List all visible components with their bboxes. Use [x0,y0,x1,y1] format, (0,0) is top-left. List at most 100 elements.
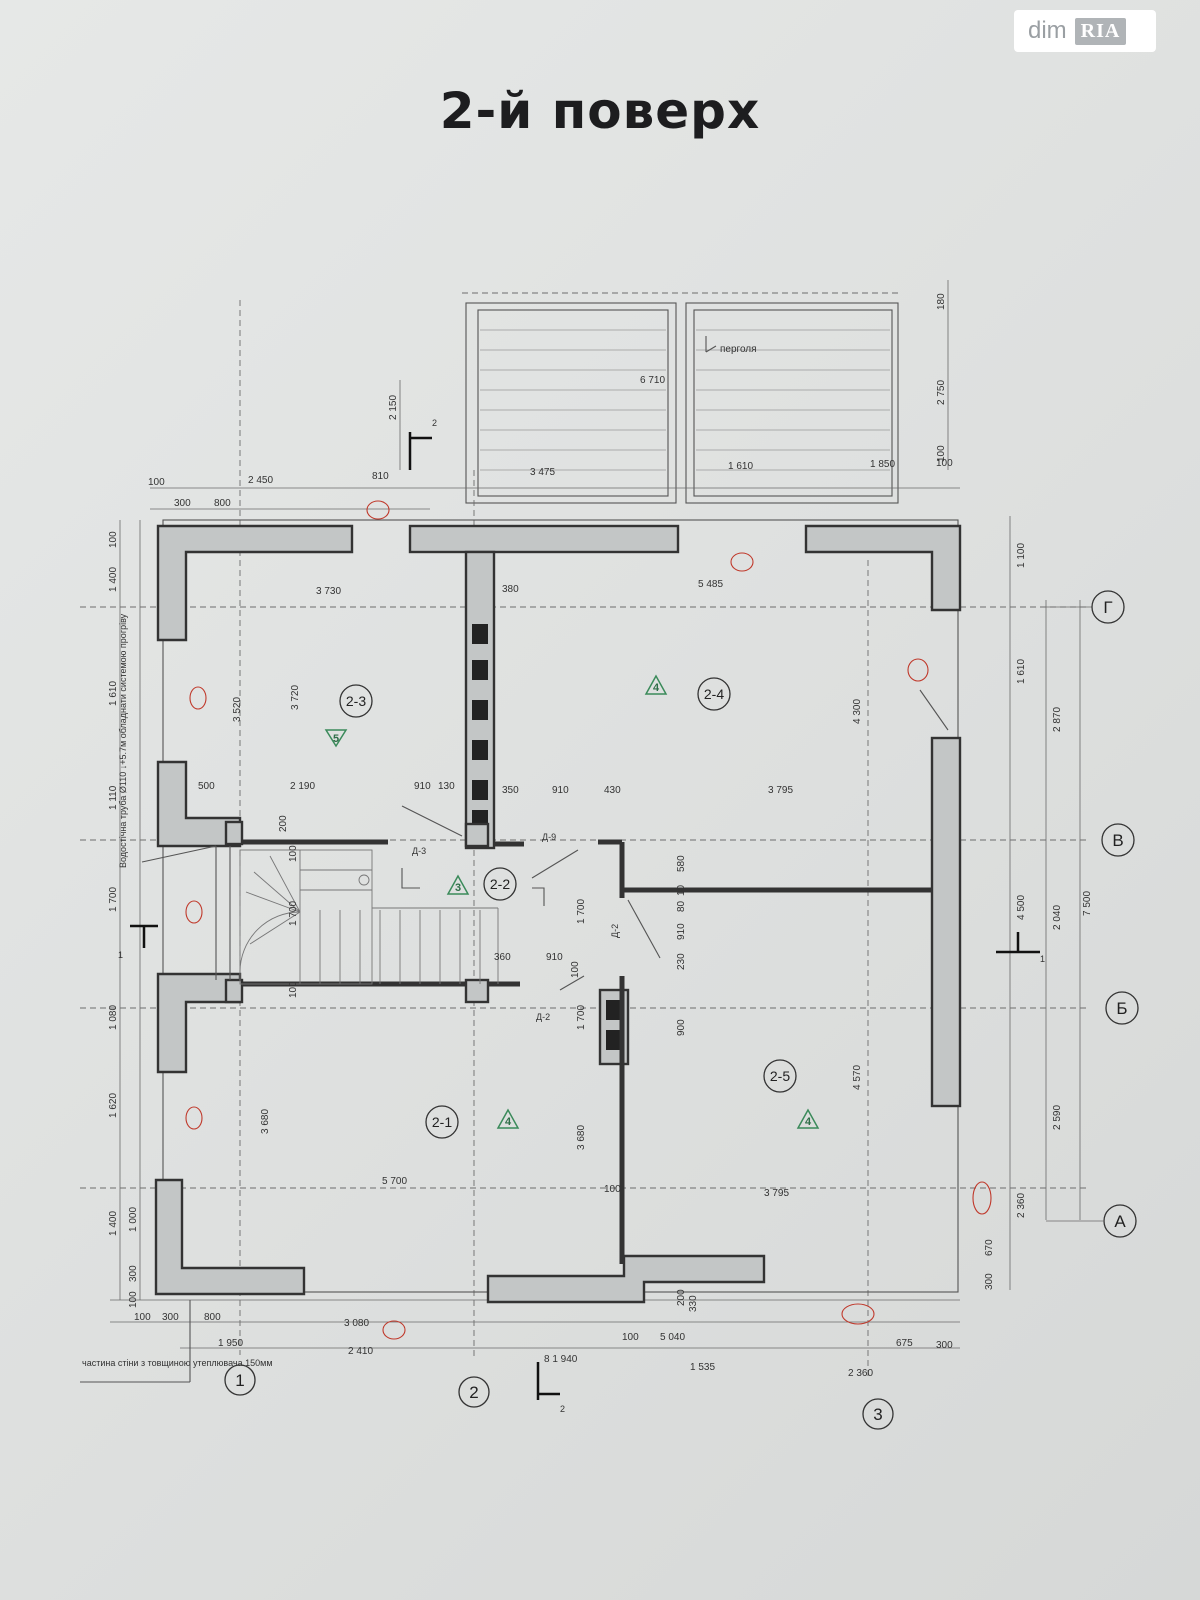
svg-text:100: 100 [936,445,947,462]
dimension-texts: 100 300 800 2 450 810 3 475 1 610 1 850 … [108,293,1093,1379]
svg-text:2 750: 2 750 [936,380,947,405]
axis-row-b [1105,991,1139,1025]
svg-text:3 720: 3 720 [290,685,301,710]
svg-text:1 700: 1 700 [576,899,587,924]
room-2-4: 2-4 4 [644,674,731,711]
svg-text:4 300: 4 300 [852,699,863,724]
svg-text:3 475: 3 475 [530,467,555,478]
svg-text:1 100: 1 100 [1016,543,1027,568]
svg-text:5 700: 5 700 [382,1176,407,1187]
door-labels: Д-3 Д-9 Д-2 Д-2 [412,832,620,1022]
svg-text:2: 2 [432,418,437,428]
svg-text:2-3: 2-3 [346,693,366,709]
svg-text:6 710: 6 710 [640,375,665,386]
svg-text:300: 300 [174,498,191,509]
svg-text:2 190: 2 190 [290,781,315,792]
wall-top-middle [408,524,680,554]
svg-text:100: 100 [604,1184,621,1195]
room-labels: 2-3 5 2-4 4 2-2 3 2-1 4 2-5 4 [324,674,820,1139]
svg-text:1 400: 1 400 [108,567,119,592]
svg-text:1 110: 1 110 [108,785,119,810]
svg-text:1 610: 1 610 [108,681,119,706]
watermark-logo: dim RIA [1014,10,1156,52]
wall-bottom-left [154,1178,306,1296]
room-2-2: 2-2 3 [446,867,517,901]
room-2-1: 2-1 4 [425,1105,520,1139]
svg-text:Б: Б [1116,999,1127,1018]
svg-text:2-1: 2-1 [432,1114,452,1130]
axis-col-1 [224,1364,256,1396]
svg-text:2 150: 2 150 [388,395,399,420]
svg-text:100: 100 [128,1291,139,1308]
svg-text:670: 670 [984,1239,995,1256]
svg-text:3: 3 [455,882,461,894]
wall-left-upper [156,760,242,848]
svg-text:4: 4 [505,1116,512,1128]
svg-text:300: 300 [162,1312,179,1323]
svg-text:300: 300 [984,1273,995,1290]
svg-text:2 410: 2 410 [348,1346,373,1357]
svg-text:100: 100 [570,961,581,978]
svg-text:300: 300 [128,1265,139,1282]
svg-text:360: 360 [494,952,511,963]
svg-text:100: 100 [108,531,119,548]
svg-text:1 400: 1 400 [108,1211,119,1236]
svg-text:7 500: 7 500 [1082,891,1093,916]
svg-text:810: 810 [372,471,389,482]
svg-text:1 610: 1 610 [1016,659,1027,684]
watermark-brand: dim [1028,17,1067,44]
svg-text:180: 180 [936,293,947,310]
svg-text:4 570: 4 570 [852,1065,863,1090]
svg-text:2: 2 [560,1404,565,1414]
svg-text:900: 900 [676,1019,687,1036]
svg-text:3 730: 3 730 [316,586,341,597]
svg-text:430: 430 [604,785,621,796]
svg-text:1 535: 1 535 [690,1362,715,1373]
svg-text:1: 1 [1040,954,1045,964]
svg-text:100: 100 [288,981,299,998]
svg-text:А: А [1114,1212,1126,1231]
svg-text:3: 3 [873,1405,882,1424]
svg-text:1 080: 1 080 [108,1005,119,1030]
svg-text:1 850: 1 850 [870,459,895,470]
axis-row-v [1101,823,1135,857]
axis-col-3 [862,1398,894,1430]
svg-text:500: 500 [198,781,215,792]
svg-text:1 950: 1 950 [218,1338,243,1349]
svg-text:Д-9: Д-9 [542,832,556,842]
room-2-5: 2-5 4 [763,1059,820,1129]
svg-text:5 040: 5 040 [660,1332,685,1343]
wall-bottom-right [486,1254,766,1304]
svg-text:2 590: 2 590 [1052,1105,1063,1130]
svg-text:2 450: 2 450 [248,475,273,486]
note-pipe: Водостічна труба Ø110 ↓+5.7м обладнати с… [118,613,128,868]
svg-text:4: 4 [805,1116,812,1128]
pergola-right-inner [693,309,893,497]
svg-text:4 500: 4 500 [1016,895,1027,920]
svg-text:675: 675 [896,1338,913,1349]
svg-text:1 700: 1 700 [108,887,119,912]
wall-top-left [156,524,354,642]
svg-text:800: 800 [204,1312,221,1323]
svg-text:3 520: 3 520 [232,697,243,722]
svg-text:100: 100 [134,1312,151,1323]
svg-text:910: 910 [414,781,431,792]
pergola-left-panel [465,302,677,504]
wall-top-right [804,524,962,612]
pergola-slats [480,329,890,471]
room-2-3: 2-3 5 [324,684,373,748]
page-title: 2-й поверх [439,82,761,140]
svg-text:100: 100 [936,458,953,469]
svg-text:2 870: 2 870 [1052,707,1063,732]
note-wall: частина стіни з товщиною утеплювача 150м… [82,1358,273,1368]
svg-text:910: 910 [546,952,563,963]
svg-text:3 080: 3 080 [344,1318,369,1329]
red-tags [185,500,992,1340]
pergola-label: перголя [720,344,757,355]
svg-text:1 610: 1 610 [728,461,753,472]
watermark-badge: RIA [1074,17,1127,45]
svg-text:1 620: 1 620 [108,1093,119,1118]
svg-text:380: 380 [502,584,519,595]
svg-text:Д-2: Д-2 [610,924,620,938]
